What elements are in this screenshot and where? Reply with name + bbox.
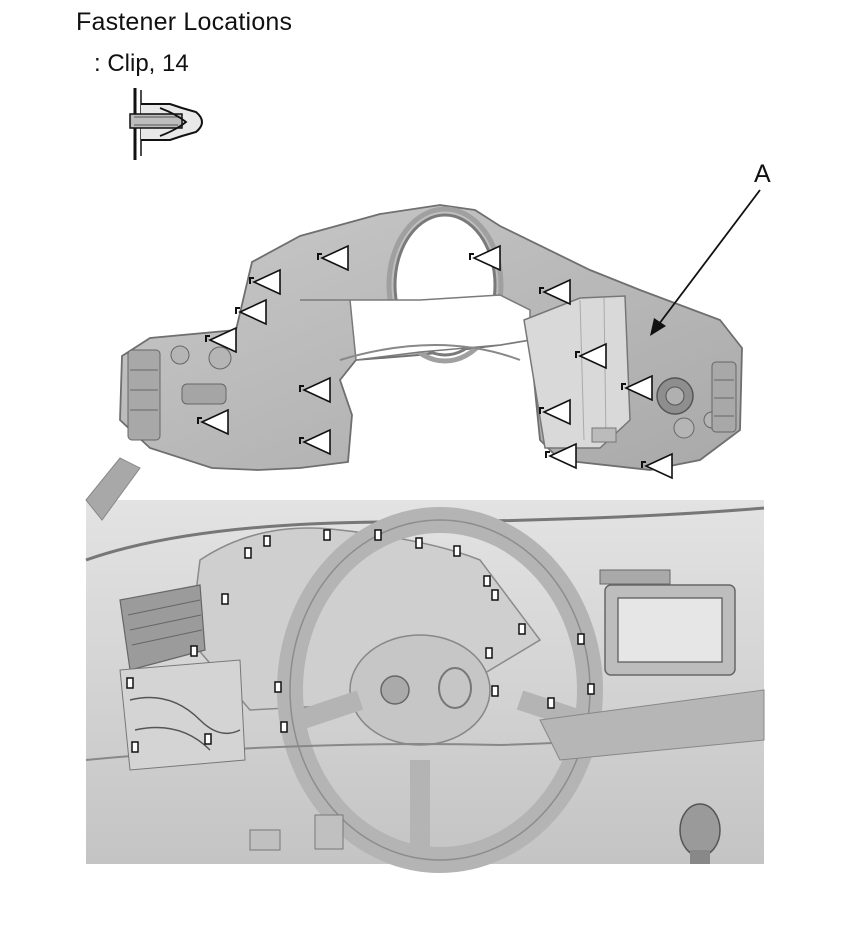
clip-icon [129, 88, 203, 160]
callout-label-a: A [754, 160, 771, 188]
dashboard-area [85, 457, 765, 873]
page-title: Fastener Locations [76, 8, 293, 36]
arrow-icon [650, 189, 761, 336]
clip-legend-label: : Clip, 14 [94, 50, 189, 77]
instrument-panel-cover [119, 204, 743, 471]
